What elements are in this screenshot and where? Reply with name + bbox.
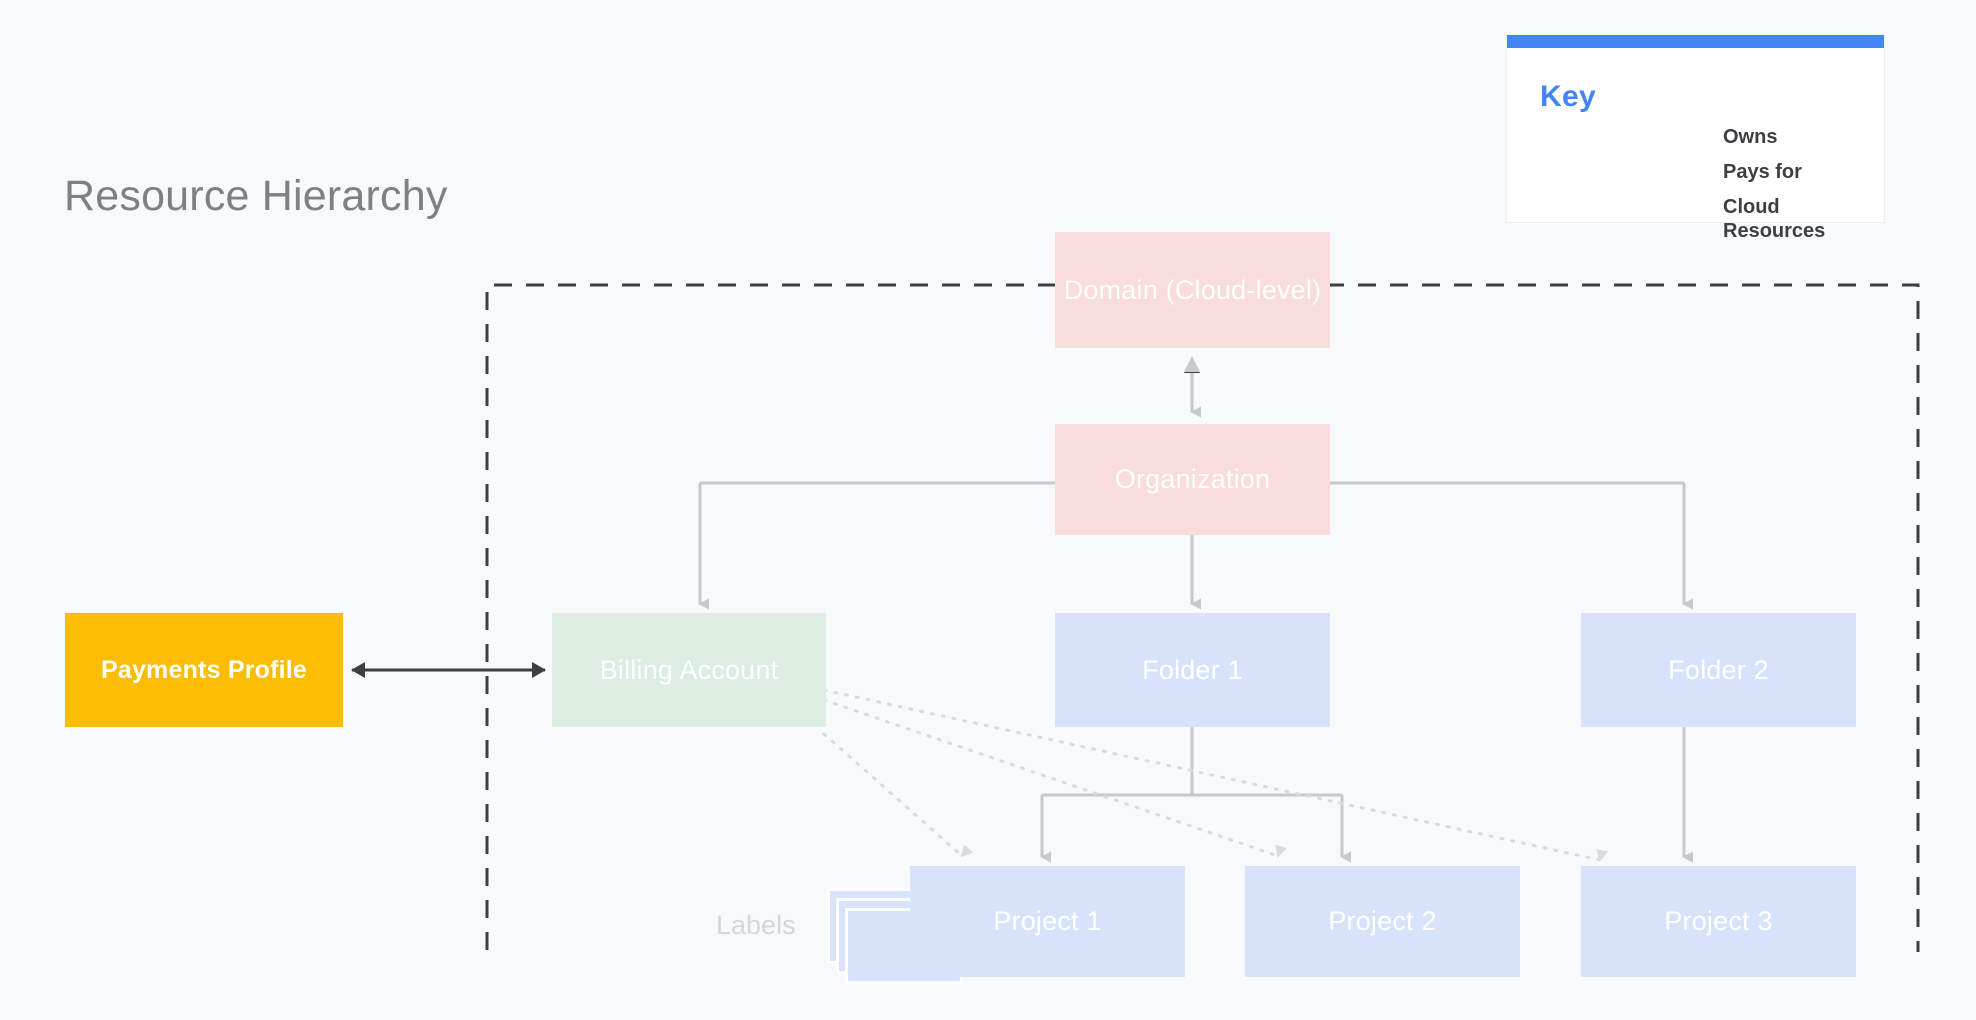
edge-folder1-projects xyxy=(1040,727,1351,863)
node-payments-profile-label: Payments Profile xyxy=(100,656,308,684)
key-item-owns-label: Owns xyxy=(1723,126,1778,148)
key-item-list: Owns Pays for Cloud Resources xyxy=(1540,126,1860,253)
key-item-cloud-resources: Cloud Resources xyxy=(1540,196,1860,253)
node-project-3-label: Project 3 xyxy=(1664,906,1773,937)
node-domain[interactable]: Domain (Cloud-level) xyxy=(1055,232,1330,348)
key-legend: Key Owns Pays for Cloud Resources xyxy=(1507,35,1884,242)
key-accent-bar xyxy=(1507,35,1884,48)
node-billing-account-label: Billing Account xyxy=(599,654,779,685)
node-payments-profile[interactable]: Payments Profile xyxy=(65,613,343,727)
key-item-pays-for-label: Pays for xyxy=(1723,161,1802,183)
node-domain-label: Domain (Cloud-level) xyxy=(1063,274,1322,305)
key-item-owns: Owns xyxy=(1540,126,1860,162)
key-title: Key xyxy=(1540,80,1596,113)
node-project-2-label: Project 2 xyxy=(1328,906,1437,937)
node-project-3[interactable]: Project 3 xyxy=(1581,866,1856,977)
key-item-cloud-resources-label: Cloud Resources xyxy=(1723,196,1826,243)
node-project-1[interactable]: Project 1 xyxy=(910,866,1185,977)
node-organization-label: Organization xyxy=(1114,464,1271,495)
key-item-pays-for: Pays for xyxy=(1540,161,1860,197)
edge-domain-organization xyxy=(1184,356,1201,418)
node-folder-2[interactable]: Folder 2 xyxy=(1581,613,1856,727)
node-folder-1[interactable]: Folder 1 xyxy=(1055,613,1330,727)
node-folder-2-label: Folder 2 xyxy=(1668,654,1769,685)
node-folder-1-label: Folder 1 xyxy=(1142,654,1243,685)
labels-caption: Labels xyxy=(716,910,796,940)
page-title: Resource Hierarchy xyxy=(64,172,448,220)
node-project-1-label: Project 1 xyxy=(993,906,1102,937)
node-project-2[interactable]: Project 2 xyxy=(1245,866,1520,977)
node-billing-account[interactable]: Billing Account xyxy=(552,613,826,727)
node-organization[interactable]: Organization xyxy=(1055,424,1330,535)
